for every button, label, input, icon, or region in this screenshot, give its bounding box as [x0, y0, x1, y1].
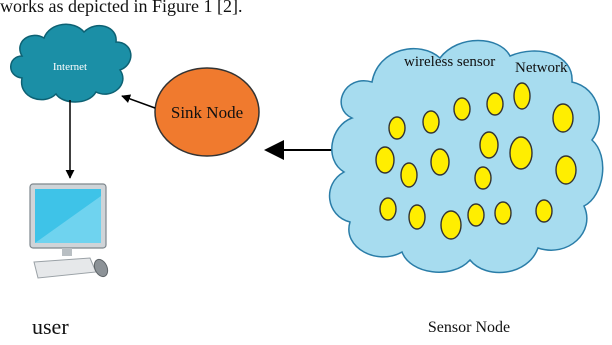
- internet-label: Internet: [53, 61, 87, 73]
- wsn-label-left: wireless sensor: [404, 54, 495, 70]
- mouse-icon: [93, 258, 109, 278]
- sensor-node: [388, 116, 406, 140]
- user-computer: user: [29, 183, 109, 339]
- sink-node-shape: [154, 67, 260, 157]
- wsn-label-right: Network: [515, 60, 568, 76]
- sensor-node: [379, 197, 397, 221]
- internet-cloud-shape: [10, 23, 132, 103]
- sensor-node: [479, 131, 499, 159]
- monitor-stand: [62, 248, 72, 256]
- sensor-node: [467, 203, 485, 227]
- arrow-network-to-sink: [264, 140, 334, 160]
- sensor-node: [408, 204, 426, 230]
- keyboard-icon: [33, 257, 97, 279]
- user-label: user: [32, 314, 69, 339]
- sensor-node: [440, 210, 462, 240]
- internet-cloud: Internet: [10, 23, 132, 103]
- sensor-nodes: [375, 82, 577, 240]
- wsn-cloud: wireless sensor Network: [328, 39, 604, 274]
- sensor-node: [486, 92, 504, 116]
- sensor-node: [513, 82, 531, 110]
- sensor-node: [453, 97, 471, 121]
- caption-fragment: works as depicted in Figure 1 [2].: [0, 0, 243, 16]
- sink-node: Sink Node: [154, 67, 260, 157]
- wsn-cloud-shape: [328, 39, 604, 274]
- sensor-node: [494, 201, 512, 225]
- sink-node-label: Sink Node: [171, 103, 243, 122]
- sensor-node: [509, 136, 533, 170]
- sensor-node: [400, 162, 418, 188]
- sensor-node: [555, 155, 577, 185]
- monitor-glare: [35, 196, 101, 243]
- sensor-node: [474, 166, 492, 190]
- sensor-node: [552, 103, 574, 133]
- sensor-node-label: Sensor Node: [428, 319, 510, 336]
- sensor-node: [430, 148, 450, 176]
- sensor-node: [422, 110, 440, 134]
- sensor-node: [535, 199, 553, 223]
- sensor-node: [375, 146, 395, 174]
- arrow-sink-to-internet: [121, 94, 156, 109]
